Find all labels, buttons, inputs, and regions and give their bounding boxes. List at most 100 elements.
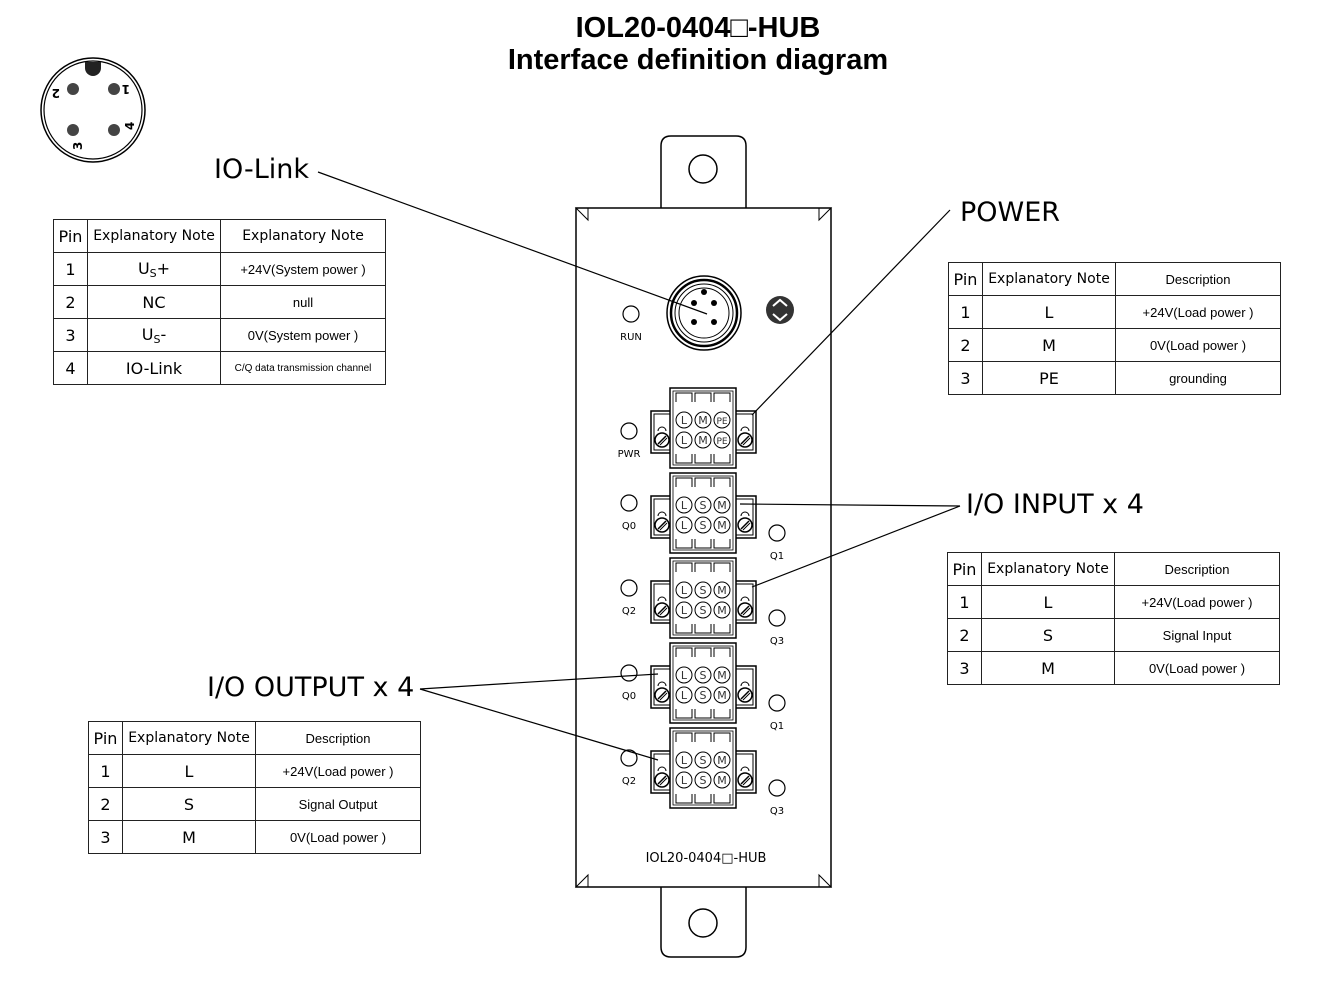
- terminal-pin-label: L: [681, 669, 688, 682]
- led-q0-output-indicator: [620, 664, 638, 682]
- screw-icon: [654, 511, 670, 533]
- table-row: 2 NC null: [53, 285, 386, 319]
- description-cell: 0V(System power ): [220, 318, 386, 352]
- terminal-pin-label: L: [681, 754, 688, 767]
- terminal-pin-label: L: [681, 584, 688, 597]
- table-row: 1 L +24V(Load power ): [948, 295, 1281, 329]
- table-row: 1 L +24V(Load power ): [947, 585, 1280, 619]
- terminal-pin-label: S: [700, 689, 707, 702]
- description-cell: 0V(Load power ): [1114, 651, 1280, 685]
- terminal-pin-label: L: [681, 414, 688, 427]
- led-run-indicator: [622, 305, 640, 323]
- pin-cell: 1: [53, 252, 88, 286]
- table-row: 3 US- 0V(System power ): [53, 318, 386, 352]
- header-note: Explanatory Note: [982, 262, 1116, 296]
- mounting-hole-icon: [688, 154, 718, 184]
- terminal-pin-label: S: [700, 774, 707, 787]
- diagram-title: Interface definition diagram: [507, 44, 889, 76]
- led-label-q0-output: Q0: [622, 691, 636, 702]
- pin-cell: 3: [53, 318, 88, 352]
- note-cell: IO-Link: [87, 351, 221, 385]
- led-q1-output-indicator: [768, 694, 786, 712]
- terminal-pin-label: M: [717, 604, 727, 617]
- terminal-pin-label: PE: [716, 417, 727, 427]
- terminal-pin-label: L: [681, 689, 688, 702]
- pin-cell: 2: [947, 618, 982, 652]
- screw-icon: [654, 596, 670, 618]
- pin-cell: 1: [948, 295, 983, 329]
- description-cell: Signal Input: [1114, 618, 1280, 652]
- header-note: Explanatory Note: [87, 219, 221, 253]
- screw-icon: [654, 681, 670, 703]
- led-q3-output-indicator: [768, 779, 786, 797]
- note-cell: S: [122, 787, 256, 821]
- screw-icon: [737, 426, 753, 448]
- table-row: 3 M 0V(Load power ): [88, 820, 421, 854]
- header-note: Explanatory Note: [122, 721, 256, 755]
- callout-io-link: IO-Link: [214, 154, 310, 185]
- led-label-q1-output: Q1: [770, 721, 784, 732]
- led-q3-indicator: [768, 609, 786, 627]
- m12-pinout-icon: 1 2 3 4: [40, 57, 146, 163]
- table-header-row: Pin Explanatory Note Explanatory Note: [53, 219, 386, 253]
- note-cell: US-: [87, 318, 221, 352]
- terminal-pin-label: M: [717, 754, 727, 767]
- description-cell: C/Q data transmission channel: [220, 351, 386, 385]
- header-pin: Pin: [948, 262, 983, 296]
- table-row: 2 S Signal Input: [947, 618, 1280, 652]
- terminal-pin-label: S: [700, 584, 707, 597]
- note-cell: L: [122, 754, 256, 788]
- description-cell: +24V(Load power ): [255, 754, 421, 788]
- terminal-pin-label: S: [700, 669, 707, 682]
- led-pwr-indicator: [620, 422, 638, 440]
- terminal-pin-label: S: [700, 604, 707, 617]
- screw-icon: [737, 766, 753, 788]
- note-cell: M: [981, 651, 1115, 685]
- terminal-pin-label: M: [717, 669, 727, 682]
- description-cell: Signal Output: [255, 787, 421, 821]
- note-cell: S: [981, 618, 1115, 652]
- terminal-pin-label: L: [681, 774, 688, 787]
- leader-lines: [317, 171, 961, 761]
- pin-cell: 4: [53, 351, 88, 385]
- io-output-pin-table: Pin Explanatory Note Description 1 L +24…: [88, 721, 421, 854]
- table-row: 1 L +24V(Load power ): [88, 754, 421, 788]
- led-label-q2-output: Q2: [622, 776, 636, 787]
- table-row: 2 M 0V(Load power ): [948, 328, 1281, 362]
- screw-icon: [737, 681, 753, 703]
- led-label-pwr: PWR: [618, 449, 641, 460]
- led-q2-output-indicator: [620, 749, 638, 767]
- led-label-q0: Q0: [622, 521, 636, 532]
- io-link-pin-table: Pin Explanatory Note Explanatory Note 1 …: [53, 219, 386, 385]
- screw-icon: [654, 426, 670, 448]
- terminal-pin-label: M: [717, 519, 727, 532]
- terminal-pin-label: M: [698, 434, 708, 447]
- screw-icon: [737, 596, 753, 618]
- table-row: 3 M 0V(Load power ): [947, 651, 1280, 685]
- note-cell: L: [981, 585, 1115, 619]
- led-q1-indicator: [768, 524, 786, 542]
- pin-number-3: 3: [71, 142, 85, 150]
- diagram-title-model: IOL20-0404□-HUB: [575, 12, 821, 44]
- pin-number-4: 4: [123, 122, 137, 130]
- note-cell: NC: [87, 285, 221, 319]
- pin-cell: 2: [53, 285, 88, 319]
- led-q2-indicator: [620, 579, 638, 597]
- device-model-label: IOL20-0404□-HUB: [646, 851, 767, 866]
- pin-cell: 1: [88, 754, 123, 788]
- pin-number-2: 2: [52, 86, 60, 100]
- io-input-pin-table: Pin Explanatory Note Description 1 L +24…: [947, 552, 1280, 685]
- table-row: 2 S Signal Output: [88, 787, 421, 821]
- led-label-q3-output: Q3: [770, 806, 784, 817]
- note-cell: M: [122, 820, 256, 854]
- header-pin: Pin: [88, 721, 123, 755]
- table-row: 4 IO-Link C/Q data transmission channel: [53, 351, 386, 385]
- description-cell: grounding: [1115, 361, 1281, 395]
- pin-cell: 3: [88, 820, 123, 854]
- pin-cell: 2: [88, 787, 123, 821]
